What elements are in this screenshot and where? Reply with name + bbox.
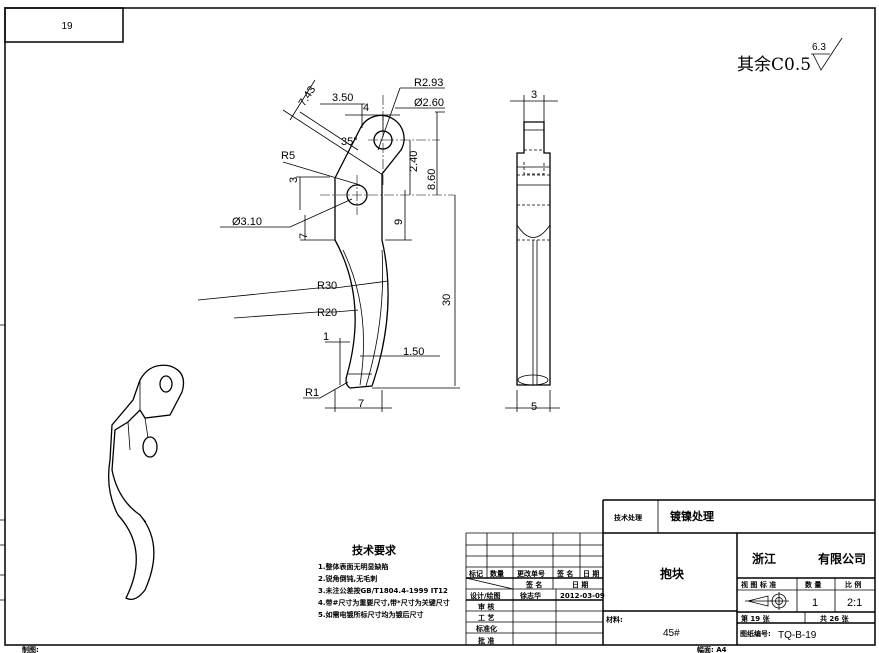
- dim-dia-3-10: Ø3.10: [232, 216, 262, 228]
- drawing-number: TQ-B-19: [778, 630, 817, 641]
- dim-3: 3: [288, 177, 300, 183]
- dim-1: 1: [323, 331, 329, 343]
- header-change-no: 更改单号: [517, 569, 545, 578]
- technical-requirements: 技术要求 1.整体表面无明显缺陷 2.锐角倒钝,无毛刺 3.未注公差按GB/T1…: [318, 543, 450, 619]
- role-standardization: 标准化: [475, 624, 497, 633]
- dim-7-horizontal: 7: [358, 398, 364, 410]
- drawing-number-label: 图纸编号:: [740, 629, 771, 638]
- side-dim-5: 5: [531, 401, 537, 413]
- date-label: 日 期: [572, 580, 588, 589]
- role-design: 设计/绘图: [470, 591, 501, 600]
- dim-r2-93: R2.93: [414, 77, 443, 89]
- dim-8-60: 8.60: [426, 169, 438, 190]
- tech-req-item: 5.如需电镀所标尺寸均为镀后尺寸: [318, 610, 424, 619]
- dim-dia-2-60: Ø2.60: [414, 97, 444, 109]
- roughness-symbol-icon: [811, 37, 843, 71]
- header-signature: 签 名: [556, 569, 573, 578]
- side-view: 3 5: [505, 89, 560, 413]
- role-review: 审 核: [478, 602, 494, 611]
- header-mark: 标记: [468, 569, 483, 578]
- dim-angle-35: 35°: [341, 136, 358, 148]
- tech-req-item: 3.未注公差按GB/T1804.4-1999 IT12: [318, 586, 448, 595]
- change-table: 标记 数量 更改单号 签 名 日 期 签 名 日 期 设计/绘图 徐志华 201…: [465, 532, 605, 645]
- dim-r30: R30: [317, 280, 337, 292]
- isometric-view: [107, 364, 185, 601]
- header-date: 日 期: [583, 569, 599, 578]
- view-standard-label: 视 图 标 准: [741, 580, 776, 589]
- projection-symbol-icon: [745, 592, 789, 610]
- sheet-frame: [0, 7, 876, 646]
- company-right: 有限公司: [818, 551, 866, 566]
- dim-1-50: 1.50: [403, 346, 424, 358]
- treatment-value: 镀镍处理: [670, 509, 714, 523]
- side-dim-3: 3: [531, 89, 537, 101]
- company-left: 浙江: [752, 551, 776, 566]
- dim-3-50: 3.50: [332, 92, 353, 104]
- quantity-label: 数 量: [805, 580, 821, 589]
- dim-7-vertical: 7: [298, 233, 310, 239]
- dim-4: 4: [363, 102, 369, 114]
- dim-r5: R5: [281, 150, 295, 162]
- dim-r1: R1: [305, 387, 319, 399]
- format-label: 幅面: A4: [697, 645, 727, 653]
- surface-note: 其余C0.5: [737, 55, 811, 75]
- corner-box: [4, 7, 124, 43]
- tech-req-item: 4.带#尺寸为重要尺寸,带*尺寸为关键尺寸: [318, 598, 450, 607]
- sign-label: 签 名: [525, 580, 542, 589]
- drawn-by-label: 制图:: [22, 645, 39, 653]
- front-view: [197, 79, 460, 412]
- dimension-labels: 7.43 3.50 4 R2.93 Ø2.60 35° R5 3 2.40 8.…: [232, 77, 453, 410]
- design-date: 2012-03-09: [560, 592, 605, 600]
- dim-7-43: 7.43: [297, 84, 319, 109]
- scale-label: 比 例: [845, 580, 861, 589]
- tech-req-item: 2.锐角倒钝,无毛刺: [318, 574, 377, 583]
- scale-value: 2:1: [847, 597, 862, 609]
- treatment-label: 技术处理: [614, 513, 642, 522]
- dim-r20: R20: [317, 307, 337, 319]
- total-sheets: 共 26 张: [820, 614, 850, 623]
- material-label: 材料:: [605, 615, 623, 624]
- tech-req-title: 技术要求: [352, 543, 397, 557]
- header-quantity: 数量: [490, 569, 504, 578]
- role-approval: 批 准: [478, 636, 494, 645]
- roughness-value: 6.3: [812, 42, 826, 53]
- sheet-number: 第 19 张: [741, 614, 771, 623]
- quantity-value: 1: [812, 597, 818, 609]
- designer-name: 徐志华: [519, 591, 541, 600]
- role-process: 工 艺: [478, 613, 494, 622]
- corner-number: 19: [61, 21, 73, 32]
- part-name: 抱块: [660, 566, 685, 581]
- tech-req-item: 1.整体表面无明显缺陷: [318, 562, 389, 571]
- dim-2-40: 2.40: [408, 151, 420, 172]
- dim-30: 30: [441, 294, 453, 306]
- dim-9: 9: [393, 219, 405, 225]
- title-block: 技术处理 镀镍处理 抱块 材料: 45# 浙江 有限公司 视 图 标 准 数 量…: [602, 499, 875, 645]
- material-value: 45#: [663, 628, 680, 639]
